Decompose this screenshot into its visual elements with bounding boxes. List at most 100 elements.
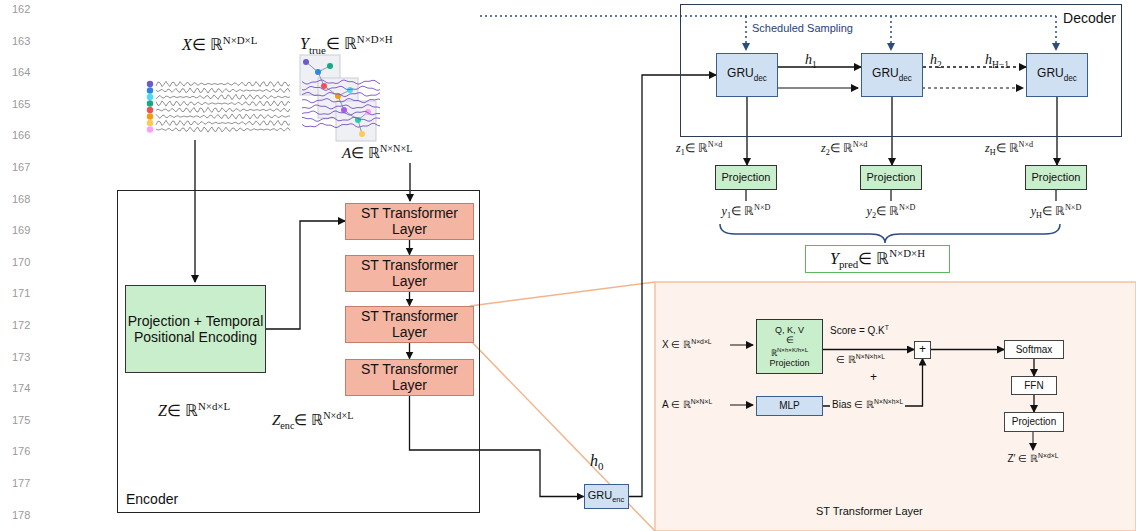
node-text: Projection + Temporal Positional Encodin… [126,313,265,345]
text-line: Projection [867,171,916,184]
label-group: Zenc∈ ℝN×d×L [272,410,353,432]
qkv-box: Q, K, V∈ℝN×h×K/h×LProjection [756,319,823,374]
label-text: Softmax [1016,344,1053,355]
label-text: X [182,36,192,53]
label-text: 168 [12,193,30,205]
connector [891,97,892,165]
label-text: y [722,204,727,218]
label-text: Projection [769,358,809,368]
label-group: 162 [12,3,30,16]
label-text: Projection + Temporal Positional Encodin… [128,313,264,345]
label-group: zH∈ ℝN×d [985,140,1033,158]
label-text: Scheduled Sampling [752,22,853,34]
label-text: ∈ ℝ [351,145,380,161]
superscript-text: N×N×h×L [856,353,885,360]
label-text: Bias ∈ ℝ [832,399,874,410]
label-text: 166 [12,129,30,141]
label-text: ∈ ℝ [1042,204,1065,218]
label-text: 178 [12,509,30,521]
label-text: MLP [779,400,800,411]
scheduled-sampling-lines [480,16,1056,50]
label-text: ∈ ℝ [167,402,198,419]
label-group: yH∈ ℝN×D [1031,203,1082,221]
label-text: 164 [12,66,30,78]
label-text: 167 [12,161,30,173]
label-group: 168 [12,193,30,206]
subscript-text: 2 [872,211,876,220]
node-text: GRUdec [727,67,767,83]
superscript-text: N×d [708,140,723,149]
text-line: Projection [722,171,771,184]
projection-box: Projection [860,165,922,190]
input-arrow [409,163,410,201]
encoder-box: EncoderProjection + Temporal Positional … [117,190,480,513]
label-text: ST Transformer Layer [816,505,923,517]
superscript-text: N×D [754,203,770,212]
label-text: Z [158,402,167,419]
label-group: A∈ ℝN×N×L [342,143,412,162]
label-text: 165 [12,98,30,110]
text-line: Ypred∈ ℝN×D×H [830,247,925,270]
label-group: 176 [12,445,30,458]
label-text: h [590,452,598,469]
label-text: 172 [12,319,30,331]
label-group: h0 [590,452,603,473]
connector [409,240,410,255]
label-group: h1 [805,52,817,71]
subscript-text: dec [899,74,912,83]
label-text: z [676,141,681,155]
text-line: GRUdec [872,67,912,83]
label-group: 164 [12,66,30,79]
label-text: ∈ ℝ [858,250,889,267]
label-group: X∈ ℝN×D×L [182,34,257,55]
label-text: 174 [12,382,30,394]
node-text: Q, K, V∈ℝN×h×K/h×LProjection [769,325,809,368]
zoom-leader [470,340,655,531]
label-text: Z [272,412,280,428]
label-text: X ∈ ℝ [662,339,691,350]
gru-box: GRUenc [584,484,629,509]
label-text: + [919,342,926,356]
st-layer-box: ST Transformer Layer [345,203,474,240]
node-text: Softmax [1016,344,1053,356]
node-text: GRUenc [588,489,625,505]
superscript-text: N×d×L [323,410,353,421]
label-group: 172 [12,319,30,332]
text-line: FFN [1024,380,1043,392]
node-text: ST Transformer Layer [346,361,473,393]
label-group: Bias ∈ ℝN×N×h×L [830,398,905,411]
superscript-text: N×D×H [889,247,925,259]
superscript-text: N×N×L [691,398,713,405]
text-line: Projection + Temporal Positional Encodin… [126,313,265,345]
label-text: 173 [12,351,30,363]
node-text: + [919,343,926,357]
label-text: h [930,52,937,67]
connector [778,66,861,67]
time-series-illustration [147,80,380,133]
subscript-text: enc [612,495,624,504]
superscript-text: T [885,324,889,331]
text-line: ℝN×h×K/h×L [769,346,809,358]
label-group: Score = Q.KT [830,324,889,337]
label-text: y [867,204,872,218]
label-text: 171 [12,287,30,299]
text-line: + [919,343,926,357]
label-text: FFN [1024,380,1043,391]
connector [823,349,914,350]
label-text: z [985,141,990,155]
superscript-text: N×N×h×L [874,398,903,405]
ffn-box: FFN [1011,376,1057,395]
node-text: Ypred∈ ℝN×D×H [830,247,925,270]
label-text: ST Transformer Layer [361,205,458,237]
node-text: FFN [1024,380,1043,392]
text-line: Projection [769,358,809,368]
subscript-text: dec [754,74,767,83]
label-text: ∈ ℝ [836,354,856,365]
label-group: 163 [12,35,30,48]
label-text: Q, K, V [775,325,804,335]
gru-box: GRUdec [861,53,923,97]
softmax-box: Softmax [1004,340,1064,359]
subscript-text: 0 [598,460,603,472]
connector [931,349,1004,350]
feedback-line [922,87,1023,88]
